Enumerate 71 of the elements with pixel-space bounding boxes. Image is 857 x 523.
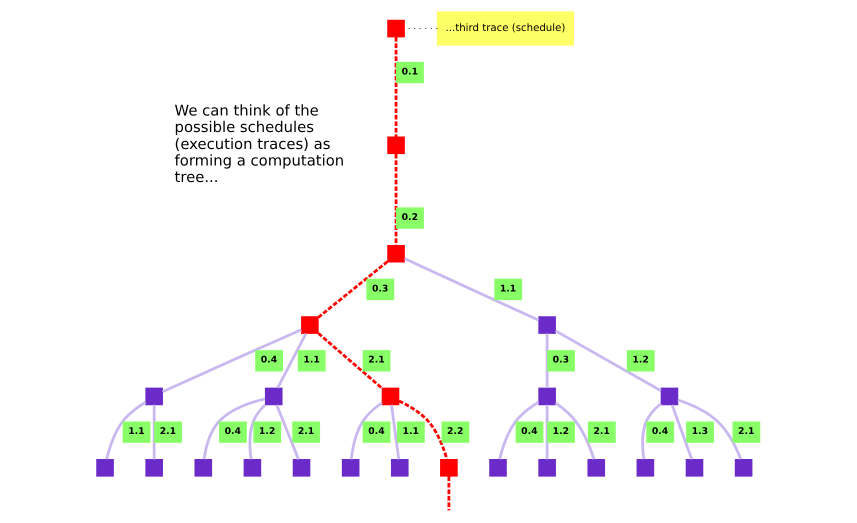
- node-box: [145, 388, 163, 406]
- edge-label: 2.1: [738, 426, 754, 438]
- label: We can think of the possible schedules (execution traces) as forming a computation tree...: [174, 102, 344, 186]
- connector: [105, 400, 146, 460]
- connector: [670, 404, 694, 460]
- edge-label: 1.2: [258, 426, 276, 438]
- edge-label: 2.1: [160, 426, 176, 438]
- connector: [318, 332, 383, 390]
- connector: [202, 398, 266, 460]
- connector: [546, 404, 549, 460]
- connector: [641, 402, 662, 460]
- connector: [554, 330, 662, 392]
- node-box: [636, 459, 654, 477]
- edge-label: 0.4: [521, 426, 538, 438]
- node-box: [264, 388, 283, 406]
- node-box: ...third trace (schedule): [436, 11, 574, 46]
- node-box: [538, 316, 556, 334]
- connector: [404, 257, 540, 322]
- edge-label: 1.2: [632, 354, 649, 366]
- edge-label: 0.4: [652, 426, 668, 438]
- connector: [498, 400, 540, 460]
- node-box: [538, 388, 556, 406]
- node-box: [390, 459, 409, 477]
- edge-label: 0.4: [224, 426, 241, 438]
- edge-label: 1.1: [402, 426, 419, 438]
- connector: [394, 154, 398, 246]
- edge-label: 1.1: [128, 426, 145, 438]
- edge-label: 2.1: [298, 426, 314, 438]
- node-box: [145, 459, 163, 477]
- connector: [677, 398, 742, 460]
- node-box: [538, 459, 556, 477]
- node-box: [489, 459, 507, 477]
- node-box: [387, 136, 405, 154]
- node-box: [660, 388, 678, 406]
- edge-label: 2.1: [368, 354, 385, 366]
- node-box: [734, 459, 752, 477]
- node-box: [342, 459, 360, 477]
- edge-label: 0.2: [402, 212, 418, 223]
- edge-label: 0.3: [552, 354, 570, 366]
- node-box: [382, 388, 400, 406]
- connector: [394, 37, 398, 137]
- node-box: [96, 459, 114, 477]
- edge-label: 0.3: [372, 283, 388, 294]
- node-box: [387, 20, 405, 38]
- node-box: [387, 244, 405, 263]
- edge-label: 0.4: [260, 354, 278, 366]
- node-box: [194, 459, 212, 477]
- connector: [448, 476, 450, 510]
- edge-label: 2.2: [447, 426, 464, 438]
- node-box: [301, 316, 319, 334]
- connector: [546, 333, 549, 388]
- connector: [275, 404, 300, 460]
- edge-label: 2.1: [593, 426, 610, 438]
- edge-label: 1.3: [692, 426, 708, 438]
- node-box: [440, 459, 458, 477]
- node-box: [686, 459, 704, 477]
- node-box: [587, 459, 606, 477]
- edge-label: 0.4: [368, 426, 385, 438]
- node-box: [292, 459, 310, 477]
- edge-label: 0.1: [402, 66, 418, 78]
- connector: [318, 260, 388, 318]
- node-box: [244, 459, 262, 477]
- connector: [276, 332, 308, 389]
- connector: [350, 402, 383, 460]
- connector: [398, 400, 448, 460]
- edge-label: 1.1: [500, 283, 516, 294]
- connector: [152, 404, 156, 460]
- connector: [554, 402, 596, 460]
- edge-label: 1.2: [552, 426, 570, 438]
- connector: [162, 328, 302, 394]
- edge-label: 1.1: [303, 354, 320, 366]
